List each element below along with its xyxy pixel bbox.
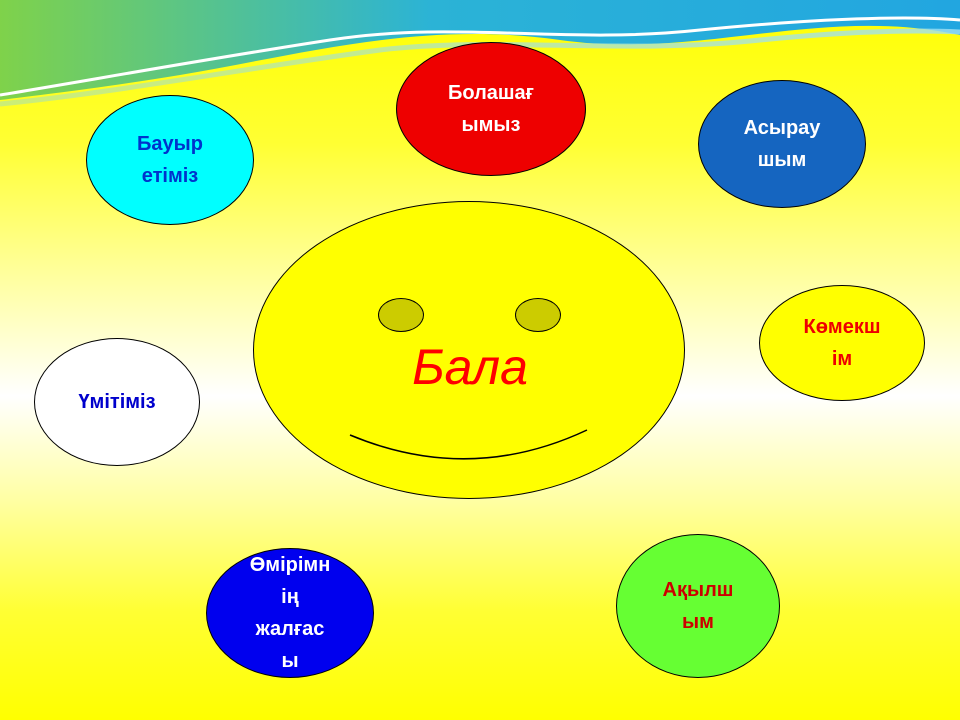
smile-mouth (349, 429, 588, 460)
bubble-umitimiz: Үмітіміз (34, 338, 200, 466)
bubble-text-line: Ақылш (662, 579, 734, 601)
bubble-text-line: Асырау (743, 117, 821, 139)
bubble-text-line: Бауыр (137, 133, 203, 155)
bubble-omirimnin-zhalgasy: Өмірімн ің жалғас ы (206, 548, 374, 678)
bubble-text-line: ім (831, 348, 853, 370)
right-eye (515, 298, 561, 332)
bubble-text-line: Көмекш (803, 316, 881, 338)
bubble-komekshim: Көмекш ім (759, 285, 925, 401)
smiley-face (253, 201, 685, 499)
left-eye (378, 298, 424, 332)
bubble-text-line: шым (757, 149, 807, 171)
bubble-asyraushym: Асырау шым (698, 80, 866, 208)
bubble-text-line: ы (281, 650, 299, 672)
bubble-bolashagymyz: Болашағ ымыз (396, 42, 586, 176)
bubble-text-line: жалғас (255, 618, 325, 640)
bubble-bauyretimiz: Бауыр етіміз (86, 95, 254, 225)
bubble-text-line: ым (682, 611, 714, 633)
center-label: Бала (412, 339, 528, 395)
bubble-text-line: етіміз (141, 165, 199, 187)
bubble-text-line: Өмірімн (249, 554, 331, 576)
bubble-text-line: ымыз (461, 114, 521, 136)
bubble-text-line: Үмітіміз (78, 391, 156, 413)
bubble-text-line: Болашағ (447, 82, 535, 104)
bubble-akylshym: Ақылш ым (616, 534, 780, 678)
bubble-text-line: ің (281, 586, 299, 608)
